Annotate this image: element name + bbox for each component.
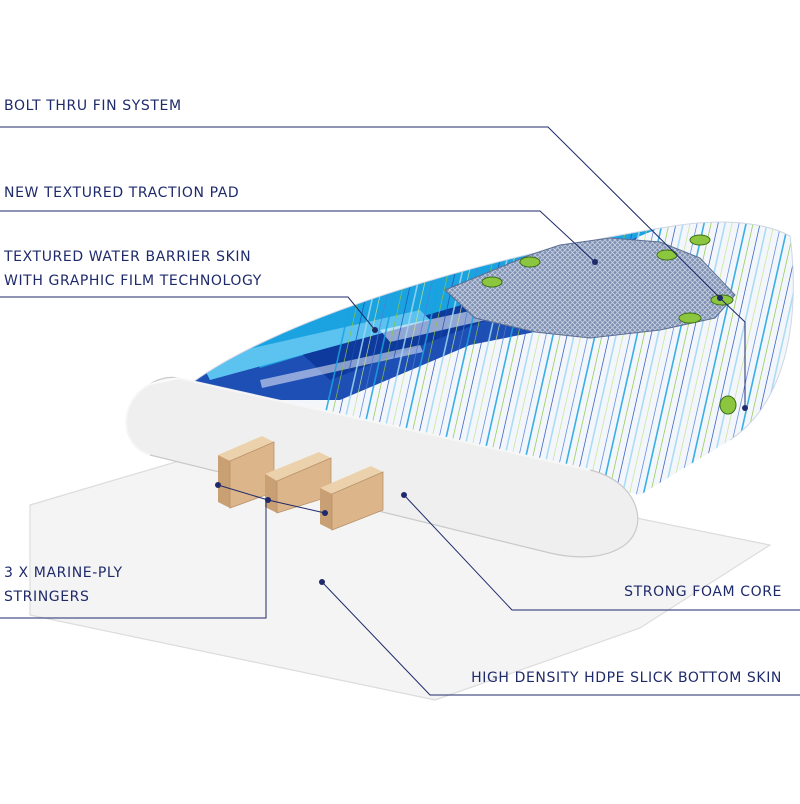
label-stringers-line1: 3 X MARINE-PLY [4, 565, 123, 581]
label-water-barrier-line2: WITH GRAPHIC FILM TECHNOLOGY [4, 273, 262, 289]
deck-outline [179, 221, 794, 441]
label-traction-pad: NEW TEXTURED TRACTION PAD [4, 185, 240, 201]
fin-plug-icon [481, 234, 737, 415]
leader-dot-icon [215, 259, 748, 585]
label-bottom-skin: HIGH DENSITY HDPE SLICK BOTTOM SKIN [471, 670, 782, 686]
label-stringers-line2: STRINGERS [4, 589, 90, 605]
label-foam-core: STRONG FOAM CORE [624, 584, 782, 600]
label-bolt-thru-fin-system: BOLT THRU FIN SYSTEM [4, 98, 182, 114]
label-water-barrier-line1: TEXTURED WATER BARRIER SKIN [4, 249, 252, 265]
leader-lines [0, 126, 800, 696]
traction-pad [444, 237, 736, 339]
